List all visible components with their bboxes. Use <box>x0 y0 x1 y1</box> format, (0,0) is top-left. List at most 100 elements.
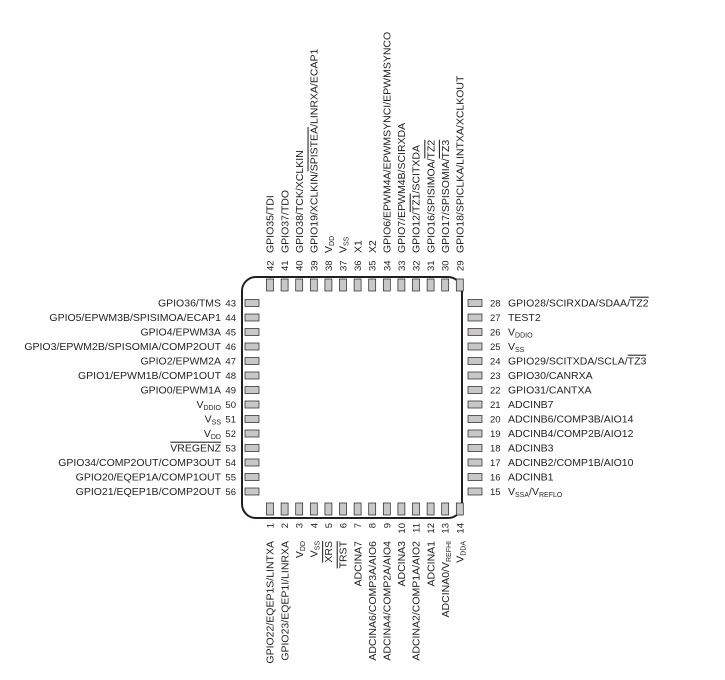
pin-label-23: GPIO30/CANRXA <box>508 370 593 382</box>
pin-label-43: GPIO36/TMS <box>158 298 221 310</box>
pin-pad-26 <box>467 328 483 336</box>
pin-label-31: GPIO16/SPISIMOA/TZ2 <box>425 140 437 253</box>
pin-pad-49 <box>244 386 260 394</box>
pin-label-35: X2 <box>367 240 379 253</box>
pin-number-9: 9 <box>382 523 393 528</box>
pin-label-22: GPIO31/CANTXA <box>508 385 591 397</box>
pin-number-1: 1 <box>266 523 277 528</box>
pin-number-11: 11 <box>412 523 423 533</box>
pin-pad-25 <box>467 342 483 351</box>
pin-number-53: 53 <box>225 444 236 455</box>
pin-label-50: VDDIO <box>196 399 221 412</box>
pin-label-48: GPIO1/EPWM1B/COMP1OUT <box>78 370 222 382</box>
pin-pad-3 <box>295 502 304 516</box>
pin-pad-55 <box>244 473 260 481</box>
pin-label-26: VDDIO <box>508 327 533 340</box>
pin-label-42: GPIO35/TDI <box>265 195 277 253</box>
pin-number-25: 25 <box>490 342 501 353</box>
pin-pad-19 <box>467 429 483 438</box>
pin-label-47: GPIO2/EPWM2A <box>140 356 221 368</box>
pin-pad-29 <box>455 278 464 292</box>
pin-number-50: 50 <box>225 400 236 411</box>
pin-label-49: GPIO0/EPWM1A <box>140 385 221 397</box>
pin-pad-50 <box>244 400 260 409</box>
pin-label-20: ADCINB6/COMP3B/AIO14 <box>508 414 634 426</box>
pin-pad-24 <box>467 357 483 365</box>
pin-number-28: 28 <box>490 299 501 310</box>
pin-pad-33 <box>397 278 406 292</box>
pin-pad-23 <box>467 371 483 380</box>
pin-number-15: 15 <box>490 487 501 498</box>
pin-number-39: 39 <box>309 260 320 271</box>
pin-number-31: 31 <box>426 260 437 271</box>
pin-number-4: 4 <box>309 523 320 528</box>
pin-pad-43 <box>244 299 260 307</box>
pin-pad-12 <box>426 502 435 516</box>
pin-label-10: ADCINA3 <box>396 541 408 587</box>
pin-pad-44 <box>244 313 260 322</box>
pin-number-24: 24 <box>490 357 501 368</box>
pin-number-33: 33 <box>397 260 408 271</box>
pin-number-41: 41 <box>280 260 291 271</box>
pin-number-12: 12 <box>426 523 437 534</box>
pin-label-17: ADCINB2/COMP1B/AIO10 <box>508 457 634 469</box>
pin-number-48: 48 <box>225 371 236 382</box>
pin-pad-17 <box>467 458 483 467</box>
pin-pad-34 <box>382 278 391 292</box>
pin-label-41: GPIO37/TDO <box>279 190 291 253</box>
pin-label-28: GPIO28/SCIRXDA/SDAA/TZ2 <box>508 298 649 310</box>
pin-pad-47 <box>244 357 260 365</box>
pin-number-6: 6 <box>339 523 350 528</box>
pin-number-35: 35 <box>368 260 379 271</box>
pin-pad-30 <box>441 278 450 292</box>
pin-label-37: VSS <box>338 236 351 253</box>
pin-pad-9 <box>382 502 391 516</box>
pin-label-38: VDD <box>323 236 336 253</box>
pin-label-32: GPIO12/TZ1/SCITXDA <box>411 145 423 253</box>
pin-number-21: 21 <box>490 400 501 411</box>
pin-label-13: ADCINA0/VREFHI <box>440 541 453 618</box>
pin-label-21: ADCINB7 <box>508 399 554 411</box>
pin-pad-37 <box>339 278 347 292</box>
pin-pad-4 <box>309 502 318 516</box>
pin-pad-21 <box>467 400 483 409</box>
pin-number-7: 7 <box>353 523 364 528</box>
pin-pad-36 <box>353 278 362 292</box>
pin-label-55: GPIO20/EQEP1A/COMP1OUT <box>76 472 222 484</box>
pin-number-29: 29 <box>455 260 466 271</box>
pin-label-27: TEST2 <box>508 312 541 324</box>
pin-pad-14 <box>455 502 464 516</box>
pin-label-12: ADCINA1 <box>425 541 437 587</box>
pin-label-24: GPIO29/SCITXDA/SCLA/TZ3 <box>508 356 646 368</box>
pin-number-52: 52 <box>225 429 236 440</box>
pin-number-32: 32 <box>412 260 423 271</box>
pin-number-30: 30 <box>441 260 452 271</box>
pin-label-1: GPIO22/EQEP1S/LINTXA <box>265 541 277 664</box>
pin-number-17: 17 <box>490 458 501 469</box>
pin-label-25: VSS <box>508 341 525 354</box>
pin-number-5: 5 <box>324 523 335 528</box>
pin-pad-38 <box>324 278 333 292</box>
pin-number-43: 43 <box>225 299 236 310</box>
pin-number-56: 56 <box>225 487 236 498</box>
pin-pad-16 <box>467 473 483 481</box>
pin-label-5: XRS <box>323 541 335 563</box>
pin-pad-5 <box>324 502 333 516</box>
pin-number-34: 34 <box>382 260 393 271</box>
pin-pad-13 <box>441 502 450 516</box>
pin-pad-18 <box>467 444 483 452</box>
pin-pad-11 <box>412 502 420 516</box>
pin-label-3: VDD <box>294 541 307 558</box>
pin-number-42: 42 <box>266 260 277 271</box>
pin-pad-20 <box>467 415 483 423</box>
pin-label-34: GPIO6/EPWM4A/EPWMSYNCI/EPWMSYNCO <box>382 32 394 253</box>
pin-pad-27 <box>467 313 483 322</box>
pin-label-39: GPIO19/XCLKIN/SPISTEA/LINRXA/ECAP1 <box>309 49 321 253</box>
pin-number-44: 44 <box>225 313 236 324</box>
pin-pad-32 <box>412 278 420 292</box>
pin-pad-46 <box>244 342 260 351</box>
pin-label-15: VSSA/VREFLO <box>508 486 563 499</box>
pin-pad-56 <box>244 487 260 496</box>
